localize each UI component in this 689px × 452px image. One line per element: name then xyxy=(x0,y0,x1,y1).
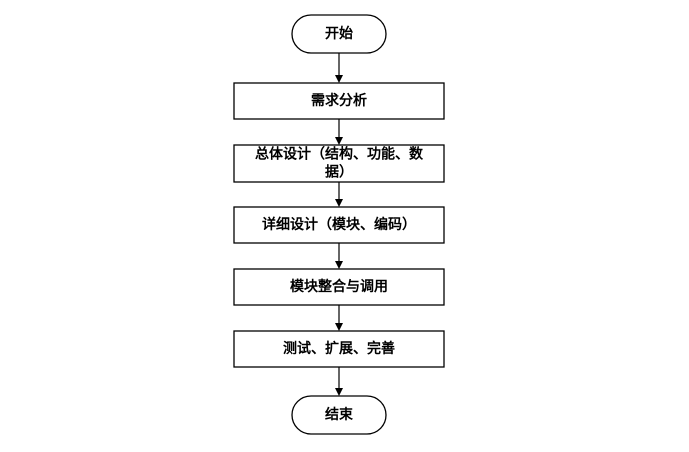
arrow-detailed-design-to-integration xyxy=(335,243,343,269)
node-label: 详细设计（模块、编码） xyxy=(262,216,416,233)
node-label: 总体设计（结构、功能、数 xyxy=(255,146,424,163)
process-node-integration: 模块整合与调用 xyxy=(233,268,445,306)
process-box xyxy=(233,268,445,306)
process-node-overall-design: 总体设计（结构、功能、数据） xyxy=(233,144,445,183)
terminal-node-end: 结束 xyxy=(291,395,387,435)
node-label: 模块整合与调用 xyxy=(290,278,388,295)
arrow-testing-to-end xyxy=(335,367,343,396)
arrow-overall-design-to-detailed-design xyxy=(335,182,343,207)
terminal-node-start: 开始 xyxy=(291,14,387,54)
arrowhead-icon xyxy=(335,388,343,396)
node-label: 开始 xyxy=(325,25,353,42)
process-box xyxy=(233,82,445,120)
process-box xyxy=(233,330,445,368)
node-label: 据） xyxy=(325,164,353,181)
process-box xyxy=(233,206,445,244)
node-label: 结束 xyxy=(325,406,354,423)
arrow-start-to-requirements xyxy=(335,53,343,83)
node-label: 需求分析 xyxy=(311,92,367,109)
arrowhead-icon xyxy=(335,137,343,145)
arrowhead-icon xyxy=(335,75,343,83)
process-node-requirements: 需求分析 xyxy=(233,82,445,120)
terminal-shape xyxy=(291,395,387,435)
process-node-detailed-design: 详细设计（模块、编码） xyxy=(233,206,445,244)
process-box xyxy=(233,144,445,183)
arrowhead-icon xyxy=(335,261,343,269)
arrowhead-icon xyxy=(335,323,343,331)
edges-layer xyxy=(335,53,343,396)
arrow-integration-to-testing xyxy=(335,305,343,331)
arrow-requirements-to-overall-design xyxy=(335,119,343,145)
process-node-testing: 测试、扩展、完善 xyxy=(233,330,445,368)
terminal-shape xyxy=(291,14,387,54)
arrowhead-icon xyxy=(335,199,343,207)
node-label: 测试、扩展、完善 xyxy=(283,340,395,357)
